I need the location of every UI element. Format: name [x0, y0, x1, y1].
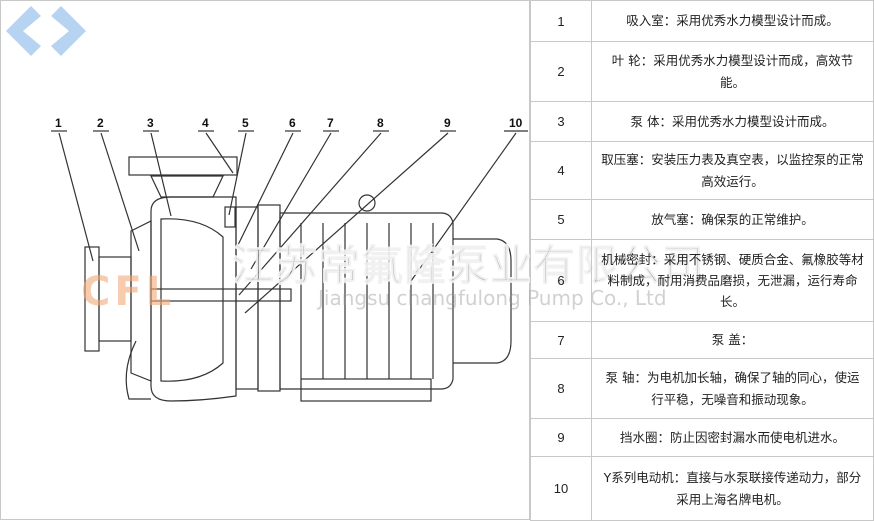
- callout-1: 1: [55, 116, 62, 130]
- discharge-flange: [128, 156, 238, 176]
- part-description: 机械密封：采用不锈钢、硬质合金、氟橡胶等材料制成，耐用消费品磨损，无泄漏，运行寿…: [591, 239, 874, 322]
- part-number: 1: [530, 0, 592, 42]
- table-row: 7 泵 盖：: [530, 321, 874, 359]
- pressure-plug: [224, 206, 236, 228]
- discharge-nozzle: [150, 175, 224, 198]
- part-description: 放气塞：确保泵的正常维护。: [591, 199, 874, 240]
- part-description: 泵 体：采用优秀水力模型设计而成。: [591, 101, 874, 142]
- table-row: 2 叶 轮：采用优秀水力模型设计而成，高效节能。: [530, 41, 874, 102]
- part-number: 8: [530, 358, 592, 419]
- callout-9: 9: [444, 116, 451, 130]
- callout-7: 7: [327, 116, 334, 130]
- impeller: [160, 218, 224, 382]
- motor-fan-cover: [453, 238, 512, 364]
- pump-cross-section-diagram: 1 2 3 4 5 6 7 8 9 10 CFL: [0, 0, 530, 520]
- part-number: 5: [530, 199, 592, 240]
- pump-drawing: 1 2 3 4 5 6 7 8 9 10: [51, 116, 528, 402]
- part-description: 泵 轴：为电机加长轴，确保了轴的同心，使运行平稳，无噪音和振动现象。: [591, 358, 874, 419]
- callout-6: 6: [289, 116, 296, 130]
- table-row: 4 取压塞：安装压力表及真空表，以监控泵的正常高效运行。: [530, 141, 874, 200]
- part-description: 叶 轮：采用优秀水力模型设计而成，高效节能。: [591, 41, 874, 102]
- callout-8: 8: [377, 116, 384, 130]
- part-number: 9: [530, 418, 592, 457]
- pump-shaft: [150, 288, 292, 302]
- pump-body: [150, 196, 237, 402]
- part-description: 吸入室：采用优秀水力模型设计而成。: [591, 0, 874, 42]
- callout-4: 4: [202, 116, 209, 130]
- lifting-eye: [358, 194, 376, 212]
- callout-10: 10: [509, 116, 523, 130]
- callout-5: 5: [242, 116, 249, 130]
- table-row: 10 Y系列电动机：直接与水泵联接传递动力，部分采用上海名牌电机。: [530, 456, 874, 521]
- part-number: 10: [530, 456, 592, 521]
- part-number: 6: [530, 239, 592, 322]
- motor-housing: [279, 212, 454, 390]
- table-row: 9 挡水圈：防止因密封漏水而使电机进水。: [530, 418, 874, 457]
- part-description: 取压塞：安装压力表及真空表，以监控泵的正常高效运行。: [591, 141, 874, 200]
- part-description: Y系列电动机：直接与水泵联接传递动力，部分采用上海名牌电机。: [591, 456, 874, 521]
- part-number: 7: [530, 321, 592, 359]
- table-row: 1 吸入室：采用优秀水力模型设计而成。: [530, 0, 874, 42]
- parts-table: 1 吸入室：采用优秀水力模型设计而成。 2 叶 轮：采用优秀水力模型设计而成，高…: [530, 0, 874, 521]
- volute-bottom: [125, 340, 151, 400]
- table-row: 8 泵 轴：为电机加长轴，确保了轴的同心，使运行平稳，无噪音和振动现象。: [530, 358, 874, 419]
- part-number: 3: [530, 101, 592, 142]
- callout-3: 3: [147, 116, 154, 130]
- table-row: 5 放气塞：确保泵的正常维护。: [530, 199, 874, 240]
- table-row: 6 机械密封：采用不锈钢、硬质合金、氟橡胶等材料制成，耐用消费品磨损，无泄漏，运…: [530, 239, 874, 322]
- motor-base: [300, 378, 432, 402]
- part-description: 挡水圈：防止因密封漏水而使电机进水。: [591, 418, 874, 457]
- logo-text: CFL: [81, 269, 176, 315]
- part-description: 泵 盖：: [591, 321, 874, 359]
- callout-2: 2: [97, 116, 104, 130]
- part-number: 4: [530, 141, 592, 200]
- part-number: 2: [530, 41, 592, 102]
- table-row: 3 泵 体：采用优秀水力模型设计而成。: [530, 101, 874, 142]
- company-logo: [6, 6, 86, 56]
